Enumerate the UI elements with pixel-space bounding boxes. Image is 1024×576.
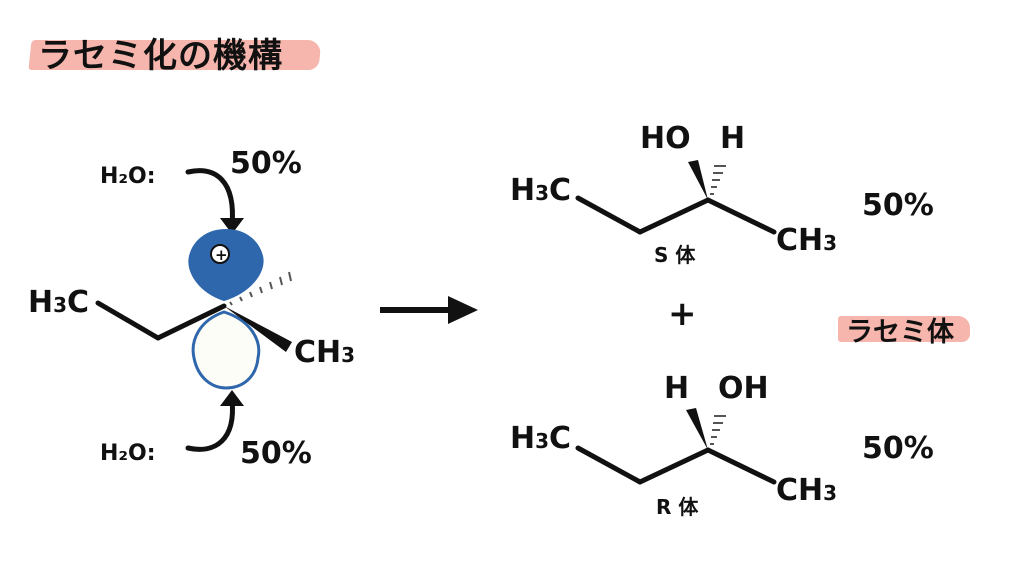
r-ch3-label: CH3 bbox=[776, 473, 837, 508]
reaction-arrow-head bbox=[448, 296, 478, 324]
plus-sign: + bbox=[668, 294, 697, 334]
s-h-label: H bbox=[720, 121, 745, 156]
top-percent: 50% bbox=[230, 146, 302, 181]
r-percent: 50% bbox=[862, 431, 934, 466]
s-bond-2 bbox=[637, 197, 711, 235]
r-hashed-bond bbox=[710, 415, 726, 445]
racemic-highlight bbox=[838, 316, 970, 342]
bottom-attack-arrow bbox=[185, 397, 235, 452]
s-bond-3 bbox=[705, 197, 777, 235]
r-oh-label: OH bbox=[718, 371, 769, 406]
bottom-attack-arrowhead bbox=[220, 390, 244, 406]
r-product: H3C H OH CH3 R 体 50% bbox=[510, 371, 934, 519]
left-ch3-label: CH3 bbox=[294, 335, 355, 370]
carbocation-molecule: H₂O: 50% + H3C CH3 H₂O: 50% bbox=[28, 146, 355, 471]
s-bond-1 bbox=[575, 195, 643, 235]
bond-ch3-ch2 bbox=[95, 300, 161, 341]
bond-ch2-carbon bbox=[155, 303, 227, 341]
s-percent: 50% bbox=[862, 188, 934, 223]
positive-charge-symbol: + bbox=[215, 246, 228, 264]
bottom-percent: 50% bbox=[240, 436, 312, 471]
top-attack-arrowhead bbox=[220, 218, 244, 234]
r-bond-1 bbox=[575, 445, 643, 485]
r-bond-3 bbox=[705, 447, 777, 485]
top-water-label: H₂O: bbox=[100, 164, 156, 189]
wedge-bond bbox=[224, 306, 292, 352]
r-h3c-label: H3C bbox=[510, 421, 571, 456]
left-h3c-label: H3C bbox=[28, 285, 89, 320]
s-ch3-label: CH3 bbox=[776, 223, 837, 258]
r-bond-2 bbox=[637, 447, 711, 485]
lower-p-orbital-lobe bbox=[191, 310, 261, 390]
s-hashed-bond bbox=[710, 165, 726, 195]
hashed-bond bbox=[229, 271, 292, 306]
r-isomer-label: R 体 bbox=[656, 495, 699, 519]
page-title: ラセミ化の機構 bbox=[38, 36, 283, 76]
r-wedge-bond bbox=[686, 408, 708, 450]
positive-charge-circle bbox=[210, 244, 230, 264]
s-product: H3C HO H CH3 S 体 50% bbox=[510, 121, 934, 267]
r-h-label: H bbox=[664, 371, 689, 406]
s-h3c-label: H3C bbox=[510, 173, 571, 208]
bottom-water-label: H₂O: bbox=[100, 441, 156, 466]
racemic-label: ラセミ体 bbox=[846, 317, 954, 348]
s-isomer-label: S 体 bbox=[654, 243, 696, 267]
s-wedge-bond bbox=[688, 160, 708, 200]
s-ho-label: HO bbox=[640, 121, 691, 156]
upper-p-orbital-lobe bbox=[188, 228, 264, 302]
top-attack-arrow bbox=[185, 168, 235, 229]
